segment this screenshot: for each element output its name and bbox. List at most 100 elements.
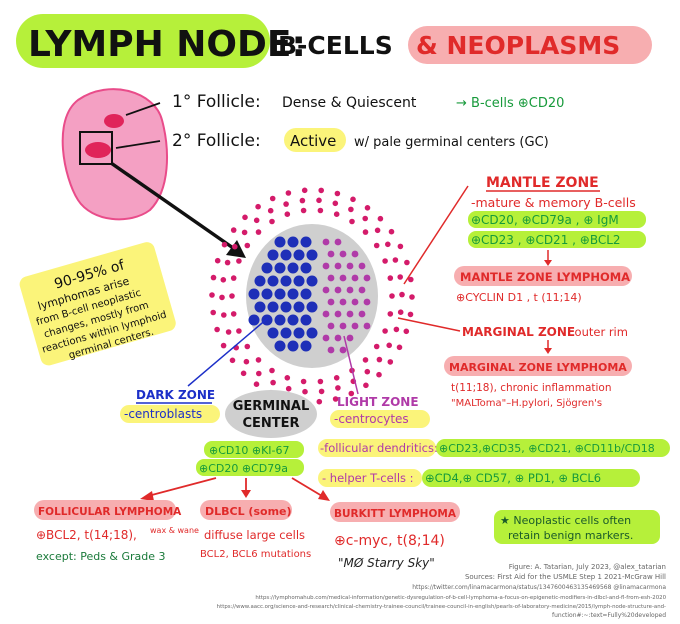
mantle-zone-markers2: ⊕CD23 , ⊕CD21 , ⊕BCL2 [471, 233, 621, 247]
follicular-wax-wane: wax & wane [150, 526, 199, 535]
mantle-cell [232, 243, 238, 250]
marginal-lymphoma-highlight [444, 356, 632, 376]
secondary-follicle-desc: w/ pale germinal centers (GC) [354, 135, 549, 150]
centrocyte-cell [339, 250, 347, 258]
follicular-title: FOLLICULAR LYMPHOMA [38, 506, 182, 518]
mantle-cell [299, 197, 306, 204]
centrocyte-cell [351, 250, 359, 258]
marginal-pointer-line [397, 317, 461, 332]
mantle-cell [243, 358, 250, 365]
centroblast-cell [254, 275, 266, 287]
mantle-cell [408, 276, 414, 283]
centroblast-cell [248, 314, 260, 326]
gc-markers2: ⊕CD20 ⊕CD79a [199, 462, 288, 475]
centroblast-cell [293, 301, 305, 313]
centroblast-cell [261, 288, 273, 300]
mantle-cell [229, 357, 236, 364]
follicular-arrow-head [140, 491, 154, 501]
helper-label: - helper T-cells : [322, 471, 414, 485]
mantle-cell [255, 357, 262, 363]
benign-note-line2: retain benign markers. [508, 529, 633, 542]
fdc-markers-highlight [436, 439, 670, 457]
centroblast-cell [287, 236, 299, 248]
centroblast-cell [261, 262, 273, 274]
dark-zone-section: DARK ZONE -centroblasts [120, 388, 220, 423]
germinal-center-label-bg [225, 390, 317, 438]
credits-figure: Figure: A. Tatarian, July 2023, @alex_ta… [509, 563, 666, 571]
centrocyte-cell [346, 262, 354, 270]
germinal-center-line2: CENTER [242, 416, 299, 431]
mantle-cell [230, 275, 237, 281]
mantle-cell [335, 385, 341, 391]
centrocyte-cell [334, 286, 342, 294]
mantle-zone-markers1: ⊕CD20, ⊕CD79a , ⊕ IgM [471, 213, 619, 227]
follicular-detail1: ⊕BCL2, t(14;18), [36, 528, 137, 542]
mantle-cell [348, 390, 355, 397]
mantle-zone-dots [209, 187, 415, 405]
credits-url2: https://lymphomahub.com/medical-informat… [255, 595, 666, 601]
title-part2: B-CELLS [278, 31, 393, 60]
zoom-box [79, 131, 113, 165]
centroblast-cell [274, 262, 286, 274]
centroblast-cell [300, 236, 312, 248]
mantle-markers1-highlight [468, 211, 646, 228]
dark-zone-cells [248, 236, 318, 352]
centroblast-cell [274, 340, 286, 352]
mantle-cell [285, 385, 292, 392]
mantle-cell [244, 343, 251, 350]
mantle-cell [255, 370, 262, 377]
centroblast-cell [274, 288, 286, 300]
light-zone-cells [322, 238, 371, 354]
centrocyte-cell [322, 334, 330, 342]
mantle-cell [214, 257, 221, 264]
mantle-cell [363, 382, 369, 389]
gc-markers1-highlight [204, 441, 304, 458]
dlbcl-detail1: diffuse large cells [204, 528, 305, 542]
centroblast-cell [306, 301, 318, 313]
lymph-node-icon [61, 88, 168, 221]
mantle-cell [318, 187, 325, 194]
centrocyte-cell [358, 286, 366, 294]
lymphoma-arrows [140, 477, 330, 501]
mantle-cell [316, 398, 323, 405]
mantle-cell [318, 388, 325, 395]
burkitt-detail1: ⊕c-myc, t(8;14) [334, 533, 445, 549]
follicle-descriptions: 1° Follicle: Dense & Quiescent → B-cells… [172, 92, 564, 152]
centrocyte-cell [334, 238, 342, 246]
centroblast-cell [293, 275, 305, 287]
light-zone-desc: -centrocytes [334, 412, 409, 426]
primary-follicle-markers: → B-cells ⊕CD20 [456, 96, 564, 111]
mantle-cell [382, 328, 388, 334]
centrocyte-cell [339, 298, 347, 306]
mantle-cell [209, 292, 215, 298]
mantle-cell [236, 328, 242, 334]
dlbcl-title-highlight [200, 500, 292, 520]
benign-note-line1: ★ Neoplastic cells often [500, 514, 631, 527]
dlbcl-section: DLBCL (some) diffuse large cells BCL2, B… [200, 500, 311, 560]
fdc-label-highlight [318, 439, 436, 457]
centroblast-cell [267, 301, 279, 313]
mantle-cell [242, 214, 248, 221]
title-part1: LYMPH NODE: [28, 24, 306, 65]
centroblast-cell [267, 249, 279, 261]
centroblast-cell [267, 327, 279, 339]
credits-url3: https://www.aacc.org/science-and-researc… [217, 604, 666, 610]
mantle-zone-title: MANTLE ZONE [486, 175, 599, 191]
burkitt-detail2: "MØ Starry Sky" [338, 556, 435, 570]
mantle-zone-desc: -mature & memory B-cells [471, 195, 636, 210]
zoom-arrow-line [110, 161, 237, 252]
mantle-cell [244, 242, 251, 249]
centrocyte-cell [327, 298, 335, 306]
centroblast-cell [274, 314, 286, 326]
centroblast-cell [300, 262, 312, 274]
centroblast-cell [300, 340, 312, 352]
mantle-cell [284, 375, 291, 381]
mantle-cell [388, 228, 395, 235]
mantle-cell [399, 291, 405, 298]
mantle-cell [236, 258, 242, 264]
credits-sources: Sources: First Aid for the USMLE Step 1 … [465, 573, 666, 581]
mantle-cell [348, 206, 354, 213]
centroblast-cell [293, 327, 305, 339]
centroblast-cell [287, 340, 299, 352]
